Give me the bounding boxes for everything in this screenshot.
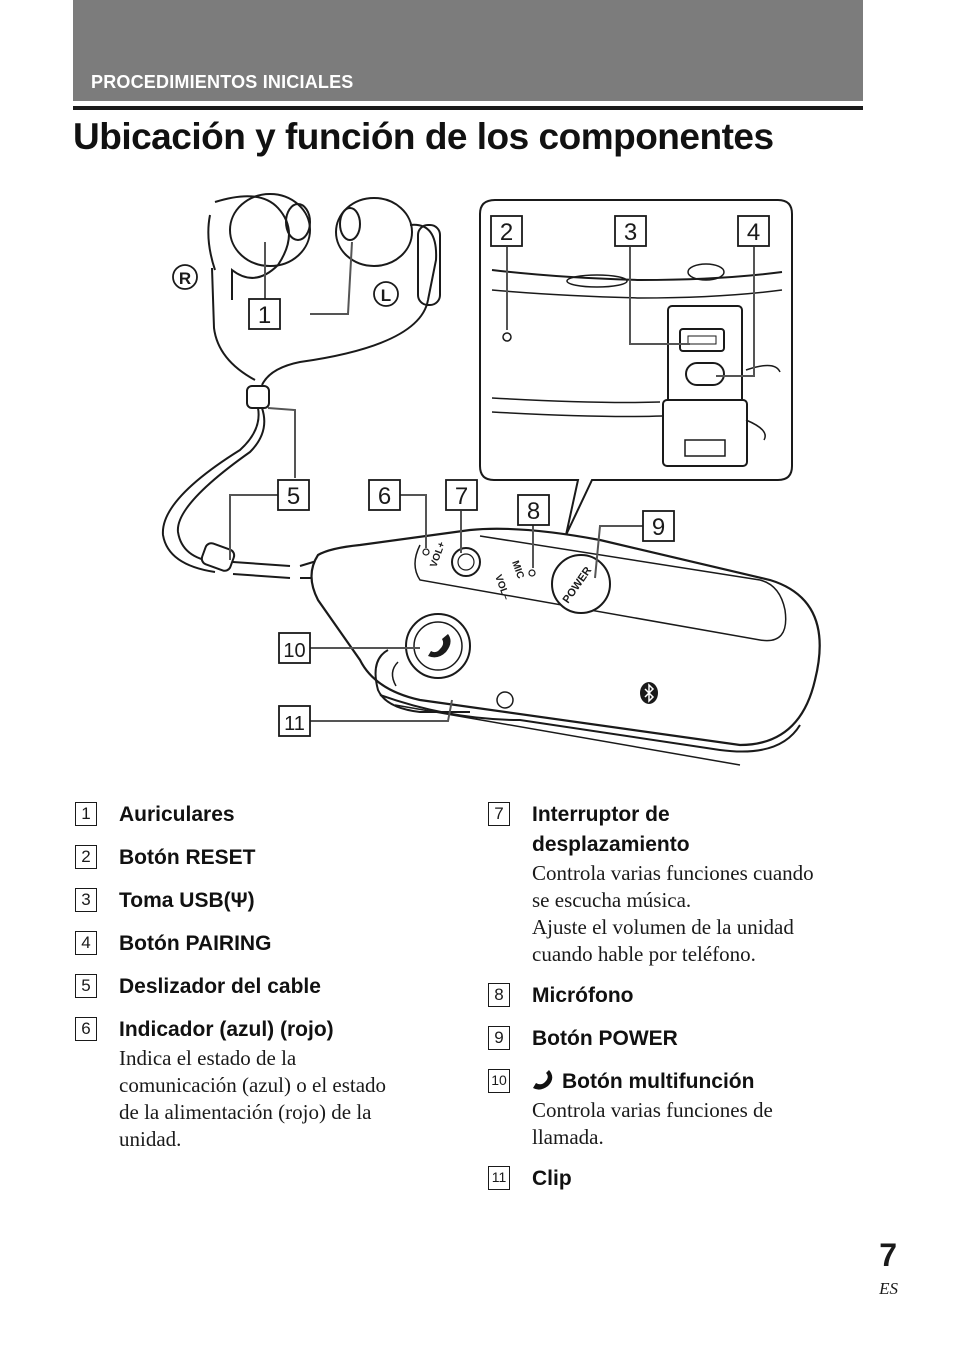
legend-item-8: 8 Micrófono bbox=[488, 981, 848, 1011]
item-title: Micrófono bbox=[532, 984, 634, 1007]
callout-1: 1 bbox=[258, 302, 271, 329]
title-rule bbox=[73, 106, 863, 110]
section-label: PROCEDIMIENTOS INICIALES bbox=[91, 72, 354, 92]
item-title-row: Botón multifunción bbox=[532, 1067, 848, 1097]
page-language: ES bbox=[879, 1279, 898, 1298]
item-number: 10 bbox=[488, 1069, 510, 1093]
item-number: 7 bbox=[488, 802, 510, 826]
item-number: 5 bbox=[75, 974, 97, 998]
item-title: Auriculares bbox=[119, 803, 235, 826]
item-description: Indica el estado de la comunicación (azu… bbox=[119, 1046, 387, 1151]
callout-3: 3 bbox=[624, 219, 637, 246]
callout-4: 4 bbox=[747, 219, 760, 246]
item-number: 6 bbox=[75, 1017, 97, 1041]
item-number: 8 bbox=[488, 983, 510, 1007]
item-description: Controla varias funciones cuando se escu… bbox=[532, 861, 814, 966]
callout-9: 9 bbox=[652, 514, 665, 541]
legend-item-11: 11 Clip bbox=[488, 1164, 848, 1194]
callout-boxes bbox=[248, 215, 770, 737]
legend-item-7: 7 Interruptor de desplazamiento Controla… bbox=[488, 800, 848, 968]
item-number: 2 bbox=[75, 845, 97, 869]
bluetooth-logo bbox=[640, 682, 658, 704]
legend-item-3: 3 Toma USB(Ψ) bbox=[75, 886, 435, 916]
item-number: 11 bbox=[488, 1166, 510, 1190]
section-header-band: PROCEDIMIENTOS INICIALES bbox=[73, 0, 863, 101]
legend-left-column: 1 Auriculares 2 Botón RESET 3 Toma USB(Ψ… bbox=[75, 800, 435, 1166]
legend-item-2: 2 Botón RESET bbox=[75, 843, 435, 873]
item-description: Controla varias funciones de llamada. bbox=[532, 1098, 773, 1149]
inset-frame bbox=[479, 199, 793, 536]
callout-10: 10 bbox=[283, 640, 305, 662]
legend-item-5: 5 Deslizador del cable bbox=[75, 972, 435, 1002]
callout-8: 8 bbox=[527, 498, 540, 525]
item-title: Deslizador del cable bbox=[119, 975, 321, 998]
component-diagram: VOL+ VOL– MIC POWER R L bbox=[150, 192, 830, 767]
item-number: 1 bbox=[75, 802, 97, 826]
callout-2: 2 bbox=[500, 219, 513, 246]
legend-item-6: 6 Indicador (azul) (rojo) Indica el esta… bbox=[75, 1015, 435, 1153]
legend-item-1: 1 Auriculares bbox=[75, 800, 435, 830]
legend-right-column: 7 Interruptor de desplazamiento Controla… bbox=[488, 800, 848, 1207]
item-title: Indicador (azul) (rojo) bbox=[119, 1018, 334, 1041]
item-title: Botón PAIRING bbox=[119, 932, 272, 955]
left-earbud-mark: L bbox=[381, 286, 391, 305]
phone-handset-icon bbox=[533, 1070, 553, 1090]
item-title: Botón RESET bbox=[119, 846, 256, 869]
legend-item-9: 9 Botón POWER bbox=[488, 1024, 848, 1054]
item-number: 3 bbox=[75, 888, 97, 912]
item-number: 9 bbox=[488, 1026, 510, 1050]
callout-7: 7 bbox=[455, 483, 468, 510]
legend-item-4: 4 Botón PAIRING bbox=[75, 929, 435, 959]
item-title: Botón multifunción bbox=[562, 1070, 755, 1093]
item-title: Toma USB(Ψ) bbox=[119, 889, 255, 912]
page-title: Ubicación y función de los componentes bbox=[73, 116, 774, 157]
callout-11: 11 bbox=[284, 713, 305, 735]
callout-5: 5 bbox=[287, 483, 300, 510]
legend-item-10: 10 Botón multifunción Controla varias fu… bbox=[488, 1067, 848, 1151]
phone-icon-on-button bbox=[428, 634, 451, 658]
callout-6: 6 bbox=[378, 483, 391, 510]
right-earbud-mark: R bbox=[179, 269, 191, 288]
item-title: Botón POWER bbox=[532, 1027, 678, 1050]
item-title: Interruptor de desplazamiento bbox=[532, 803, 690, 856]
item-title: Clip bbox=[532, 1167, 572, 1190]
page-number: 7 bbox=[879, 1237, 897, 1273]
item-number: 4 bbox=[75, 931, 97, 955]
